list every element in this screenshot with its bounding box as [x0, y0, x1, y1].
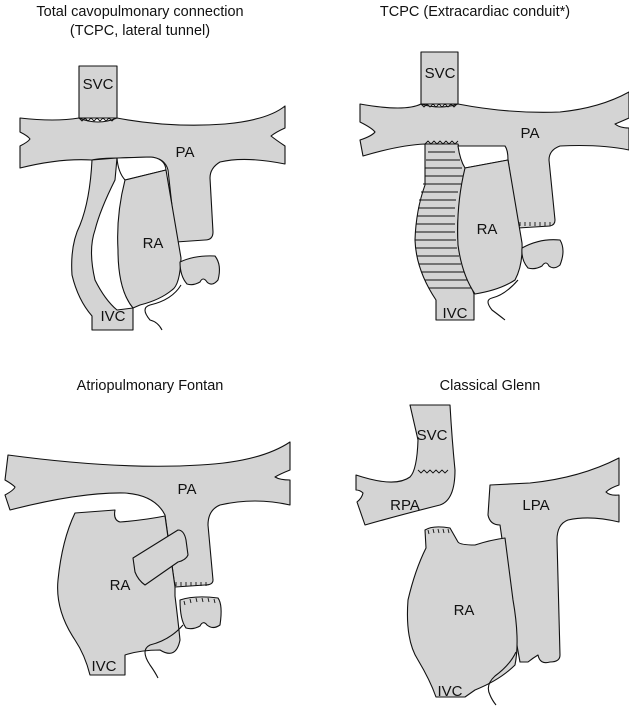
panel-title-line1: Total cavopulmonary connection	[36, 4, 243, 20]
atrial-appendage	[179, 255, 221, 286]
label-ivc: IVC	[442, 305, 467, 322]
label-ra: RA	[110, 577, 131, 594]
right-atrium	[457, 159, 523, 295]
label-ra: RA	[143, 235, 164, 252]
conduit-suture-line	[424, 140, 459, 145]
ivc-outline-curve	[487, 279, 519, 321]
pa-band	[19, 105, 286, 243]
label-lpa: LPA	[522, 497, 549, 514]
panel-title: TCPC (Extracardiac conduit*)	[380, 4, 570, 20]
label-pa: PA	[176, 144, 195, 161]
pa-stump-suture	[519, 222, 551, 226]
label-pa: PA	[521, 125, 540, 142]
svc-rpa-vessel	[355, 404, 456, 526]
label-rpa: RPA	[390, 497, 420, 514]
appendage-suture	[183, 597, 216, 606]
svc-suture-line	[417, 469, 449, 474]
right-atrium	[117, 169, 182, 309]
pa-band	[4, 441, 291, 588]
ivc-outline-curve	[144, 624, 184, 679]
label-ivc: IVC	[100, 308, 125, 325]
label-svc: SVC	[425, 65, 456, 82]
label-svc: SVC	[417, 427, 448, 444]
lateral-tunnel	[71, 157, 134, 331]
label-ivc: IVC	[91, 658, 116, 675]
pa-stump-suture	[175, 582, 207, 586]
panel-tcpc-lateral-tunnel: Total cavopulmonary connection (TCPC, la…	[19, 4, 286, 331]
label-pa: PA	[178, 481, 197, 498]
ivc-outline-curve	[487, 651, 517, 706]
pa-band	[359, 91, 629, 229]
panel-title: Atriopulmonary Fontan	[77, 378, 224, 394]
svc-suture-line	[420, 103, 458, 108]
panel-classical-glenn: Classical Glenn SVC RPA LPA RA IVC	[355, 378, 620, 706]
label-svc: SVC	[83, 76, 114, 93]
atrial-appendage	[179, 596, 222, 630]
panel-title: Classical Glenn	[440, 378, 541, 394]
atrial-appendage	[521, 239, 564, 270]
label-ivc: IVC	[437, 683, 462, 700]
panel-title-line2: (TCPC, lateral tunnel)	[70, 23, 210, 39]
panel-atriopulmonary-fontan: Atriopulmonary Fontan PA RA IVC	[4, 378, 291, 679]
right-atrium	[406, 526, 518, 698]
anastomosis-patch	[132, 529, 189, 586]
panel-tcpc-extracardiac: TCPC (Extracardiac conduit*) SVC PA RA I…	[359, 4, 629, 322]
svc-suture-line	[78, 117, 116, 122]
ra-suture	[427, 528, 450, 535]
label-ra: RA	[477, 221, 498, 238]
label-ra: RA	[454, 602, 475, 619]
ivc-outline-curve	[144, 284, 182, 331]
